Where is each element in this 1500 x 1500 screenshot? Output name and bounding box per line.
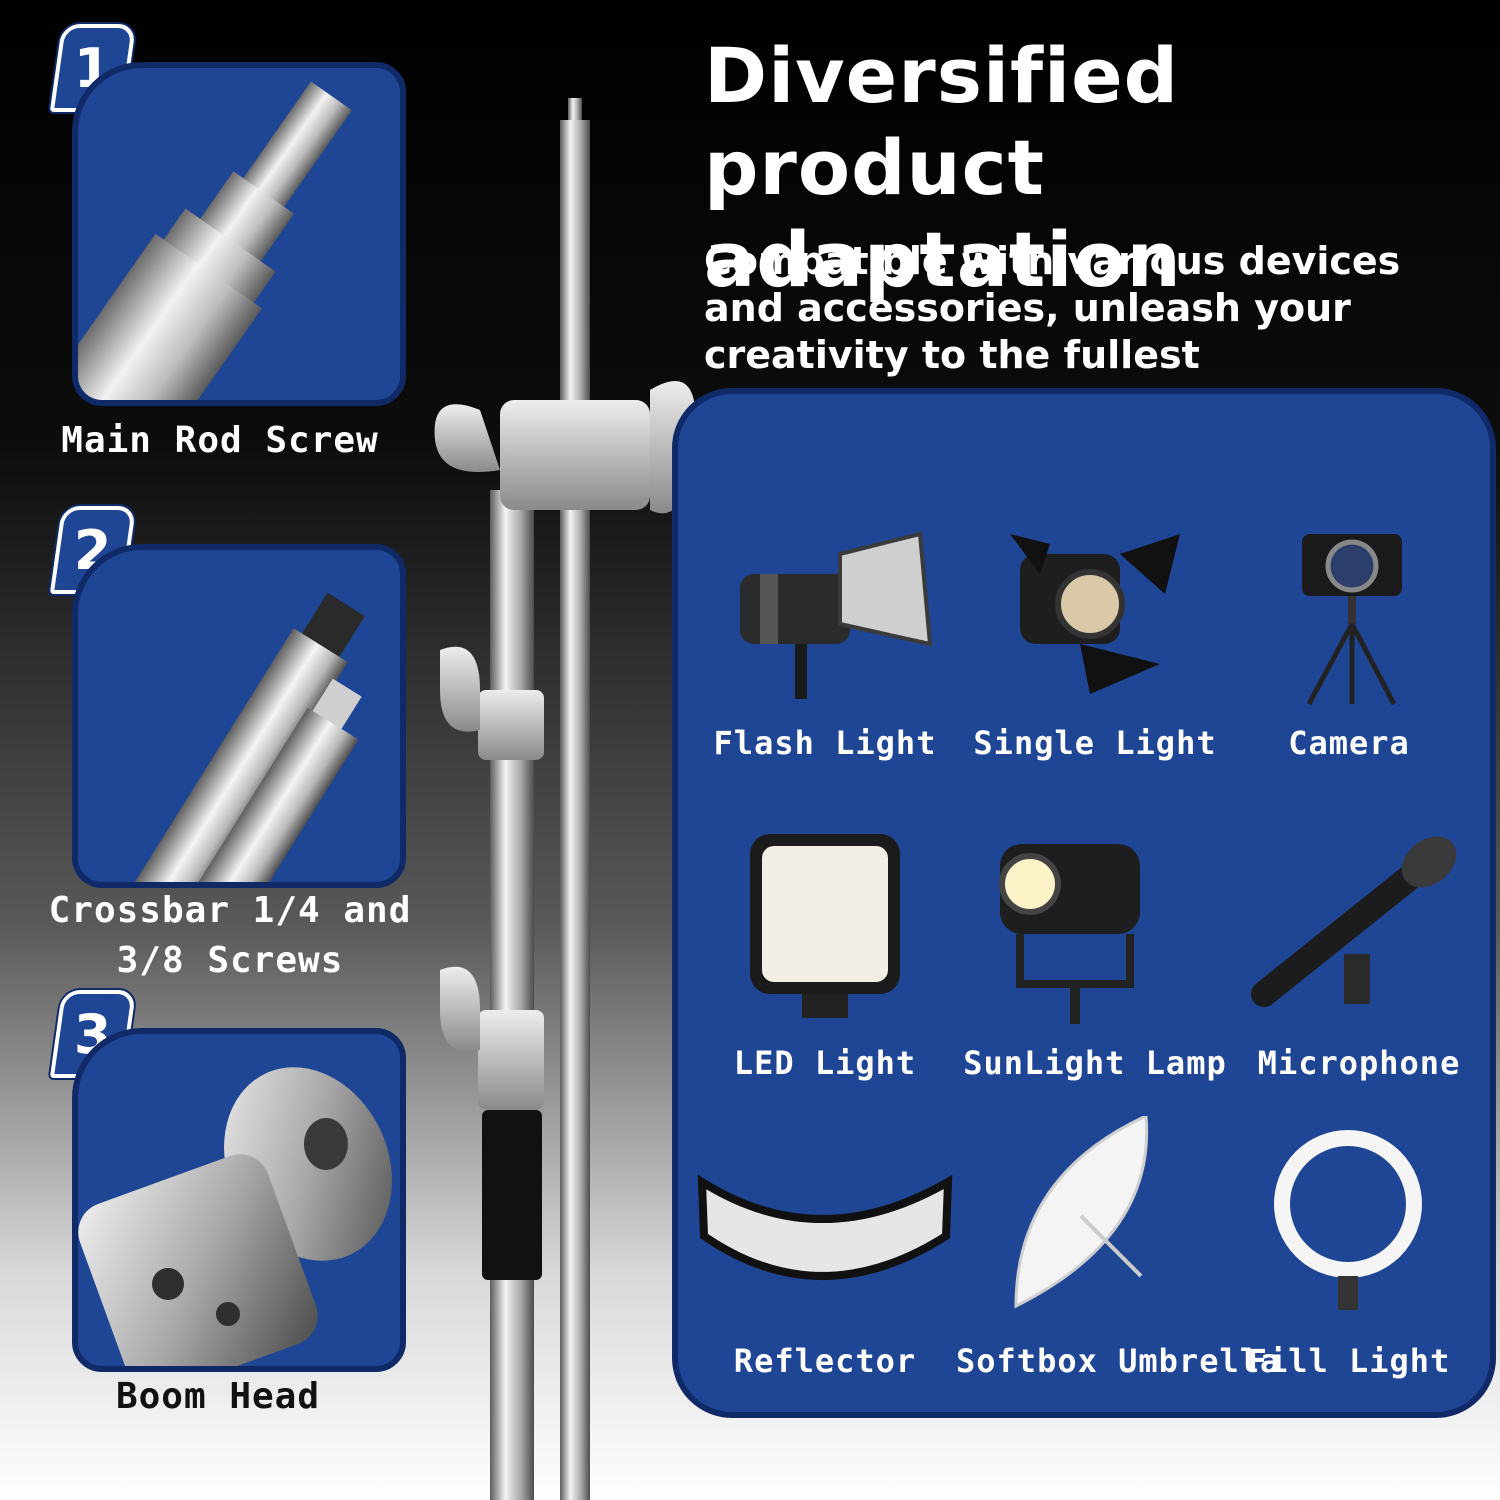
flash-light-icon [740, 531, 933, 699]
device-label-camera: Camera [1288, 724, 1410, 762]
device-microphone: Microphone [1224, 834, 1494, 1154]
device-label-fill-light: Fill Light [1247, 1342, 1451, 1380]
detail-label-boom-head: Boom Head [115, 1376, 321, 1417]
device-camera: Camera [1214, 514, 1484, 834]
detail-card-crossbar-screws [72, 544, 406, 888]
device-label-microphone: Microphone [1257, 1044, 1461, 1082]
device-sunlight-lamp: SunLight Lamp [960, 834, 1230, 1154]
main-rod-screw-icon [78, 81, 352, 400]
single-light-icon [1010, 534, 1180, 694]
device-fill-light: Fill Light [1214, 1116, 1484, 1436]
boom-head-icon [78, 1067, 392, 1366]
softbox-umbrella-icon [1014, 1116, 1149, 1309]
device-label-reflector: Reflector [733, 1342, 917, 1380]
device-reflector: Reflector [690, 1116, 960, 1436]
device-single-light: Single Light [960, 514, 1230, 834]
c-stand-illustration [434, 98, 696, 1500]
reflector-icon [697, 1174, 953, 1280]
device-label-sunlight-lamp: SunLight Lamp [963, 1044, 1227, 1082]
detail-label-main-rod-screw: Main Rod Screw [61, 420, 379, 461]
device-led-light: LED Light [690, 834, 960, 1154]
device-label-softbox-umbrella: Softbox Umbrella [956, 1342, 1281, 1380]
device-label-single-light: Single Light [973, 724, 1217, 762]
camera-icon [1302, 534, 1402, 706]
detail-label-crossbar-screws: Crossbar 1/4 and 3/8 Screws [48, 890, 412, 981]
compatible-devices-panel: Flash Light Single Light Camera LED Li [672, 388, 1496, 1418]
device-flash-light: Flash Light [690, 514, 960, 834]
crossbar-screws-icon [134, 592, 365, 882]
subheadline: Compatible with various devices and acce… [704, 239, 1401, 377]
device-softbox-umbrella: Softbox Umbrella [956, 1116, 1281, 1436]
detail-card-boom-head [72, 1028, 406, 1372]
device-label-led-light: LED Light [733, 1044, 917, 1082]
microphone-icon [1251, 836, 1457, 1007]
sunlight-lamp-icon [999, 844, 1140, 1024]
device-label-flash-light: Flash Light [713, 724, 937, 762]
led-light-icon [750, 834, 900, 1018]
fill-light-icon [1274, 1130, 1422, 1310]
headline: Diversified product adaptation [704, 31, 1182, 304]
detail-card-main-rod-screw [72, 62, 406, 406]
